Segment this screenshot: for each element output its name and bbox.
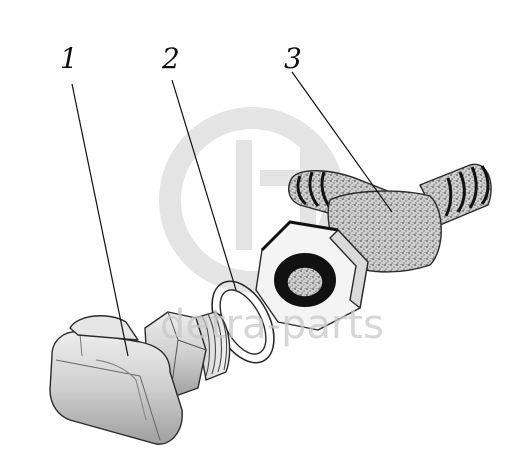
part-3-tee-fitting [255,163,492,331]
leader-line-2 [171,79,237,291]
watermark-text: detra-parts [160,302,384,348]
part-1-t-handle-plug [49,311,231,445]
leader-line-1 [71,83,129,357]
callout-number-3: 3 [284,42,302,75]
leader-line-3 [291,71,393,213]
callout-number-1: 1 [60,42,78,75]
callout-number-2: 2 [161,42,180,75]
